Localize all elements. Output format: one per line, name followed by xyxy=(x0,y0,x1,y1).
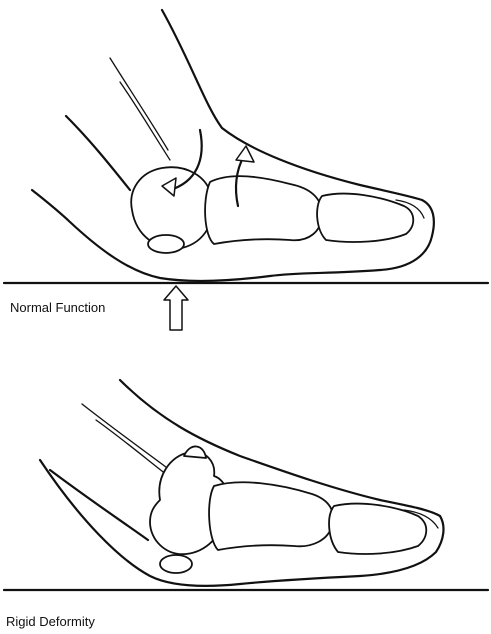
normal-function-illustration xyxy=(4,10,488,330)
rigid-deformity-illustration xyxy=(4,380,488,590)
sesamoid-top xyxy=(148,235,184,253)
sesamoid-bottom xyxy=(160,555,192,573)
normal-function-caption: Normal Function xyxy=(10,300,105,316)
rigid-deformity-caption: Rigid Deformity xyxy=(6,614,95,630)
upward-force-arrow xyxy=(164,286,188,330)
proximal-phalanx-top xyxy=(205,176,322,244)
proximal-phalanx-bottom xyxy=(209,482,333,550)
